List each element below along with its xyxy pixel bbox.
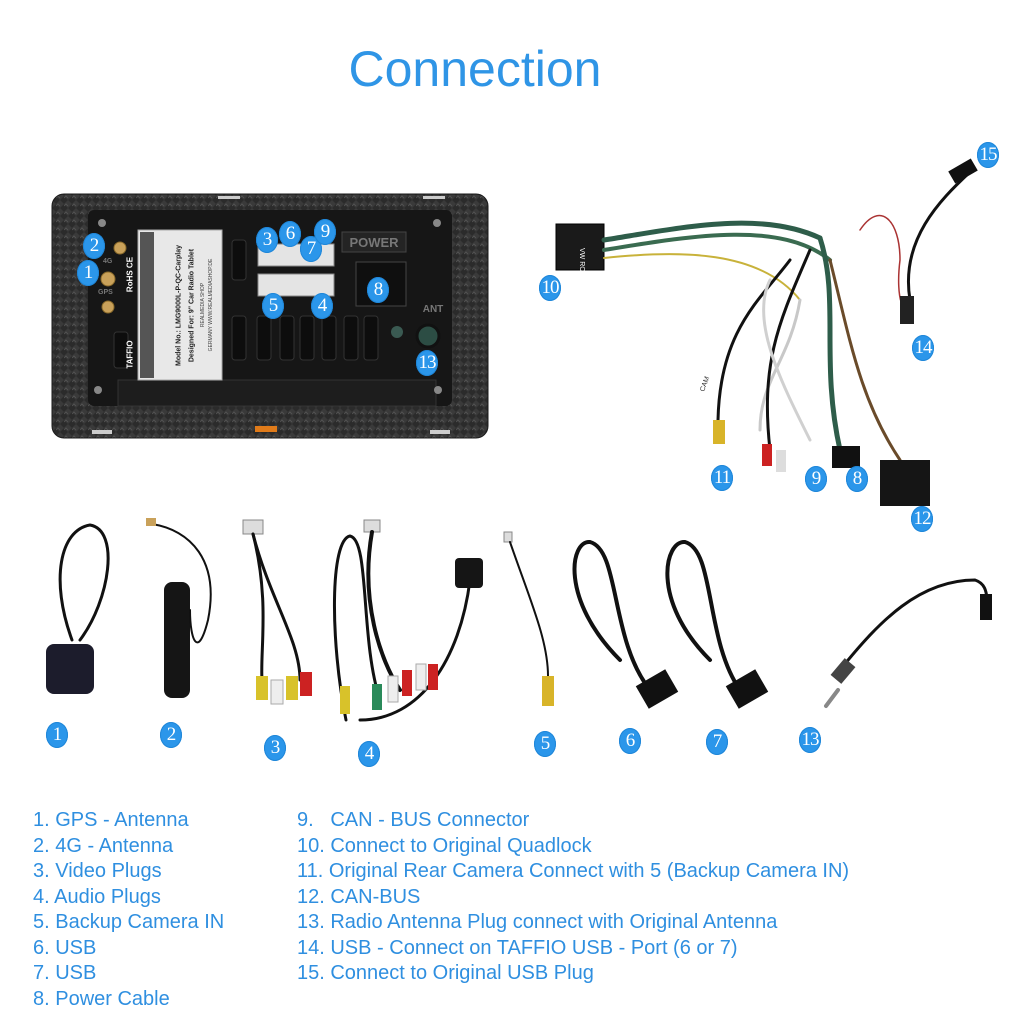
- canbus-box: [880, 460, 930, 506]
- callout-accessory-1: 1: [46, 722, 68, 748]
- legend-item: 4. Audio Plugs: [33, 885, 161, 908]
- callout-harness-9: 9: [805, 466, 827, 492]
- callout-device-2: 2: [83, 233, 105, 259]
- gps-antenna: [46, 523, 110, 694]
- callout-device-9: 9: [314, 219, 336, 245]
- audio-plugs: [332, 519, 483, 722]
- legend-item: 1. GPS - Antenna: [33, 809, 189, 831]
- callout-harness-14: 14: [912, 335, 934, 361]
- callout-harness-12: 12: [911, 506, 933, 532]
- sticker-certs-text: RoHS CE: [125, 256, 135, 293]
- usb-cable-6: [572, 540, 679, 709]
- legend-item: 12. CAN-BUS: [297, 885, 421, 908]
- sticker-model: Model No.: LMG9000L-P-QC-Carplay: [175, 245, 183, 366]
- legend-right: 9. CAN - BUS Connector 10. Connect to Or…: [297, 808, 849, 987]
- power-port-label: POWER: [349, 235, 399, 250]
- rca-white: [776, 450, 786, 472]
- legend-item: 5. Backup Camera IN: [33, 911, 225, 933]
- callout-device-5: 5: [262, 293, 284, 319]
- callout-accessory-5: 5: [534, 731, 556, 757]
- callout-harness-11: 11: [711, 465, 733, 491]
- legend-item: 9. CAN - BUS Connector: [297, 809, 530, 831]
- callout-device-6: 6: [279, 221, 301, 247]
- sticker-shop: REALMEDIA SHOP: [200, 282, 206, 328]
- usb-cable-7: [665, 540, 769, 709]
- callout-harness-15: 15: [977, 142, 999, 168]
- callout-accessory-2: 2: [160, 722, 182, 748]
- legend-item: 7. USB: [33, 962, 97, 984]
- sticker-web: GERMANY WWW.REALMEDIASHOP.DE: [208, 258, 214, 352]
- ant-port-label: ANT: [423, 304, 444, 315]
- callout-device-7: 7: [300, 236, 322, 262]
- callout-accessory-4: 4: [358, 741, 380, 767]
- sticker-designed-for: Designed For: 9" Car Radio Tablet: [188, 248, 196, 363]
- cam-label: CAM: [699, 376, 711, 393]
- legend-item: 15. Connect to Original USB Plug: [297, 962, 594, 984]
- callout-accessory-7: 7: [706, 729, 728, 755]
- radio-antenna-adapter: [824, 578, 992, 708]
- legend-item: 2. 4G - Antenna: [33, 834, 174, 857]
- callout-device-1: 1: [77, 260, 99, 286]
- callout-harness-10: 10: [539, 275, 561, 301]
- quadlock-label: VW RCD 330: [578, 248, 585, 290]
- power-plug: [832, 446, 860, 468]
- rca-red: [762, 444, 772, 466]
- callout-harness-8: 8: [846, 466, 868, 492]
- callout-accessory-3: 3: [264, 735, 286, 761]
- legend-item: 10. Connect to Original Quadlock: [297, 834, 592, 857]
- accessories: [46, 518, 992, 722]
- usb-female-connector: [948, 158, 978, 184]
- legend-item: 8. Power Cable: [33, 987, 170, 1010]
- legend-left: 1. GPS - Antenna 2. 4G - Antenna 3. Vide…: [33, 808, 224, 1012]
- 4g-port-label: 4G: [103, 258, 113, 265]
- callout-device-4: 4: [311, 293, 333, 319]
- wiring-harness: VW RCD 330 CAM: [555, 158, 978, 506]
- legend-item: 3. Video Plugs: [33, 860, 162, 882]
- callout-accessory-13: 13: [799, 727, 821, 753]
- video-plugs: [242, 519, 312, 705]
- callout-device-8: 8: [367, 277, 389, 303]
- sticker-brand-text: TAFFIO: [125, 340, 135, 369]
- legend-item: 6. USB: [33, 936, 97, 959]
- backup-camera-cable: [503, 531, 554, 706]
- callout-device-13: 13: [416, 350, 438, 376]
- callout-accessory-6: 6: [619, 728, 641, 754]
- rca-yellow: [713, 420, 725, 444]
- legend-item: 14. USB - Connect on TAFFIO USB - Port (…: [297, 936, 738, 959]
- legend-item: 11. Original Rear Camera Connect with 5 …: [297, 860, 850, 882]
- callout-device-3: 3: [256, 227, 278, 253]
- 4g-antenna: [146, 518, 212, 698]
- legend-item: 13. Radio Antenna Plug connect with Orig…: [297, 911, 778, 933]
- page-title: Connection: [348, 41, 602, 97]
- quadlock-connector: [555, 223, 605, 271]
- orange-tab: [255, 426, 277, 432]
- gps-port-label: GPS: [98, 289, 113, 296]
- usb-male-connector: [900, 296, 914, 324]
